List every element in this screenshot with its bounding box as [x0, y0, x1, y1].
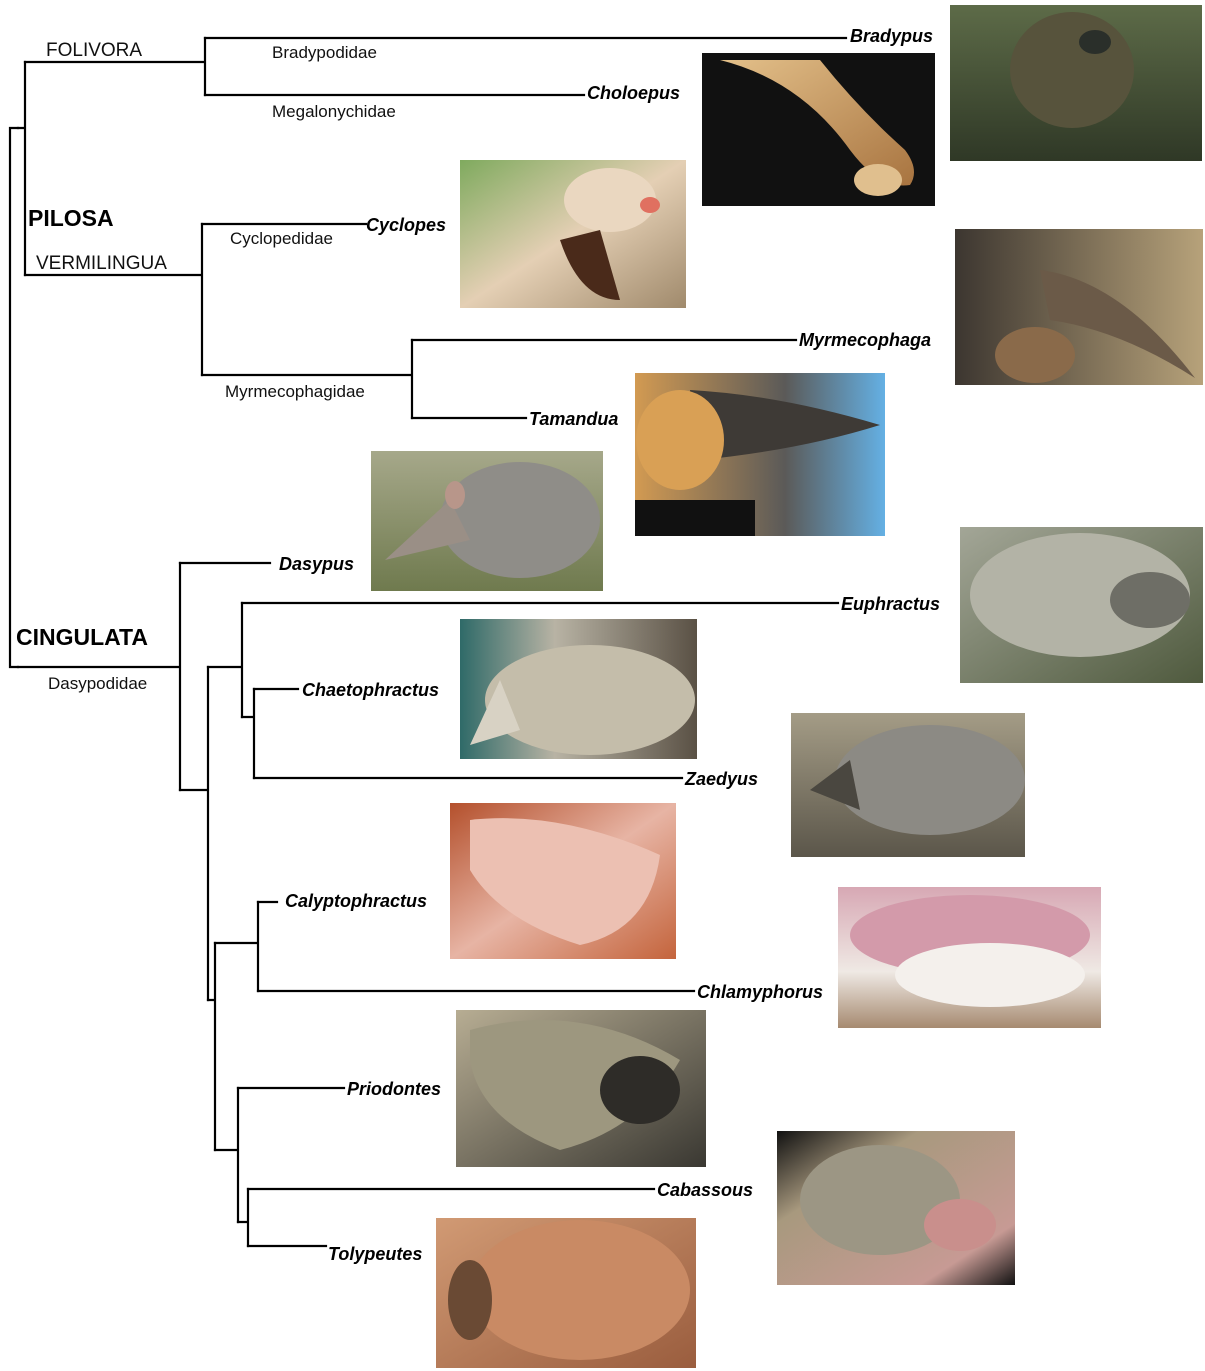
- genus-label-calyptophractus: Calyptophractus: [285, 891, 427, 911]
- photo-myrmecophaga: [955, 229, 1203, 385]
- branch-root: [10, 128, 18, 667]
- clade-label-cingulata: CINGULATA: [16, 624, 148, 650]
- branch-chlamyphorinae: [215, 902, 258, 991]
- photo-calyptophractus: [450, 803, 676, 959]
- branch-tolypeutinae: [215, 1088, 238, 1222]
- branch-vermilingua: [25, 224, 202, 375]
- clade-label-pilosa: PILOSA: [28, 205, 114, 231]
- photo-tolypeutes: [436, 1218, 696, 1368]
- branch-cab-toly: [238, 1189, 248, 1246]
- photo-tamandua: [635, 373, 885, 536]
- genus-label-zaedyus: Zaedyus: [684, 769, 758, 789]
- branch-cingulata-core: [180, 667, 208, 1000]
- family-label-megalonychidae: Megalonychidae: [272, 102, 396, 121]
- photo-cabassous: [777, 1131, 1015, 1285]
- genus-label-dasypus: Dasypus: [279, 554, 354, 574]
- photo-chlamyphorus: [838, 887, 1101, 1028]
- family-label-bradypodidae: Bradypodidae: [272, 43, 377, 62]
- branch-chaeto-zaedyus: [242, 689, 254, 778]
- genus-label-chlamyphorus: Chlamyphorus: [697, 982, 823, 1002]
- genus-label-bradypus: Bradypus: [850, 26, 933, 46]
- photo-dasypus: [371, 451, 603, 591]
- branch-myrmecophagidae: [202, 340, 412, 418]
- genus-label-chaetophractus: Chaetophractus: [302, 680, 439, 700]
- clade-label-folivora: FOLIVORA: [46, 40, 142, 61]
- branch-pilosa: [18, 62, 25, 275]
- photo-priodontes: [456, 1010, 706, 1167]
- family-label-dasypodidae: Dasypodidae: [48, 674, 147, 693]
- genus-label-choloepus: Choloepus: [587, 83, 680, 103]
- photo-cyclopes: [460, 160, 686, 308]
- genus-label-euphractus: Euphractus: [841, 594, 940, 614]
- family-label-cyclopedidae: Cyclopedidae: [230, 229, 333, 248]
- genus-label-myrmecophaga: Myrmecophaga: [799, 330, 931, 350]
- family-label-myrmecophagidae: Myrmecophagidae: [225, 382, 365, 401]
- genus-label-priodontes: Priodontes: [347, 1079, 441, 1099]
- genus-label-cabassous: Cabassous: [657, 1180, 753, 1200]
- branch-euphractinae: [208, 603, 242, 717]
- photo-choloepus: [702, 53, 935, 206]
- photo-euphractus: [960, 527, 1203, 683]
- photo-bradypus: [950, 5, 1202, 161]
- photo-zaedyus: [791, 713, 1025, 857]
- photo-chaetophractus: [460, 619, 697, 759]
- genus-label-cyclopes: Cyclopes: [366, 215, 446, 235]
- clade-label-vermilingua: VERMILINGUA: [36, 253, 167, 274]
- genus-label-tolypeutes: Tolypeutes: [328, 1244, 422, 1264]
- genus-label-tamandua: Tamandua: [529, 409, 618, 429]
